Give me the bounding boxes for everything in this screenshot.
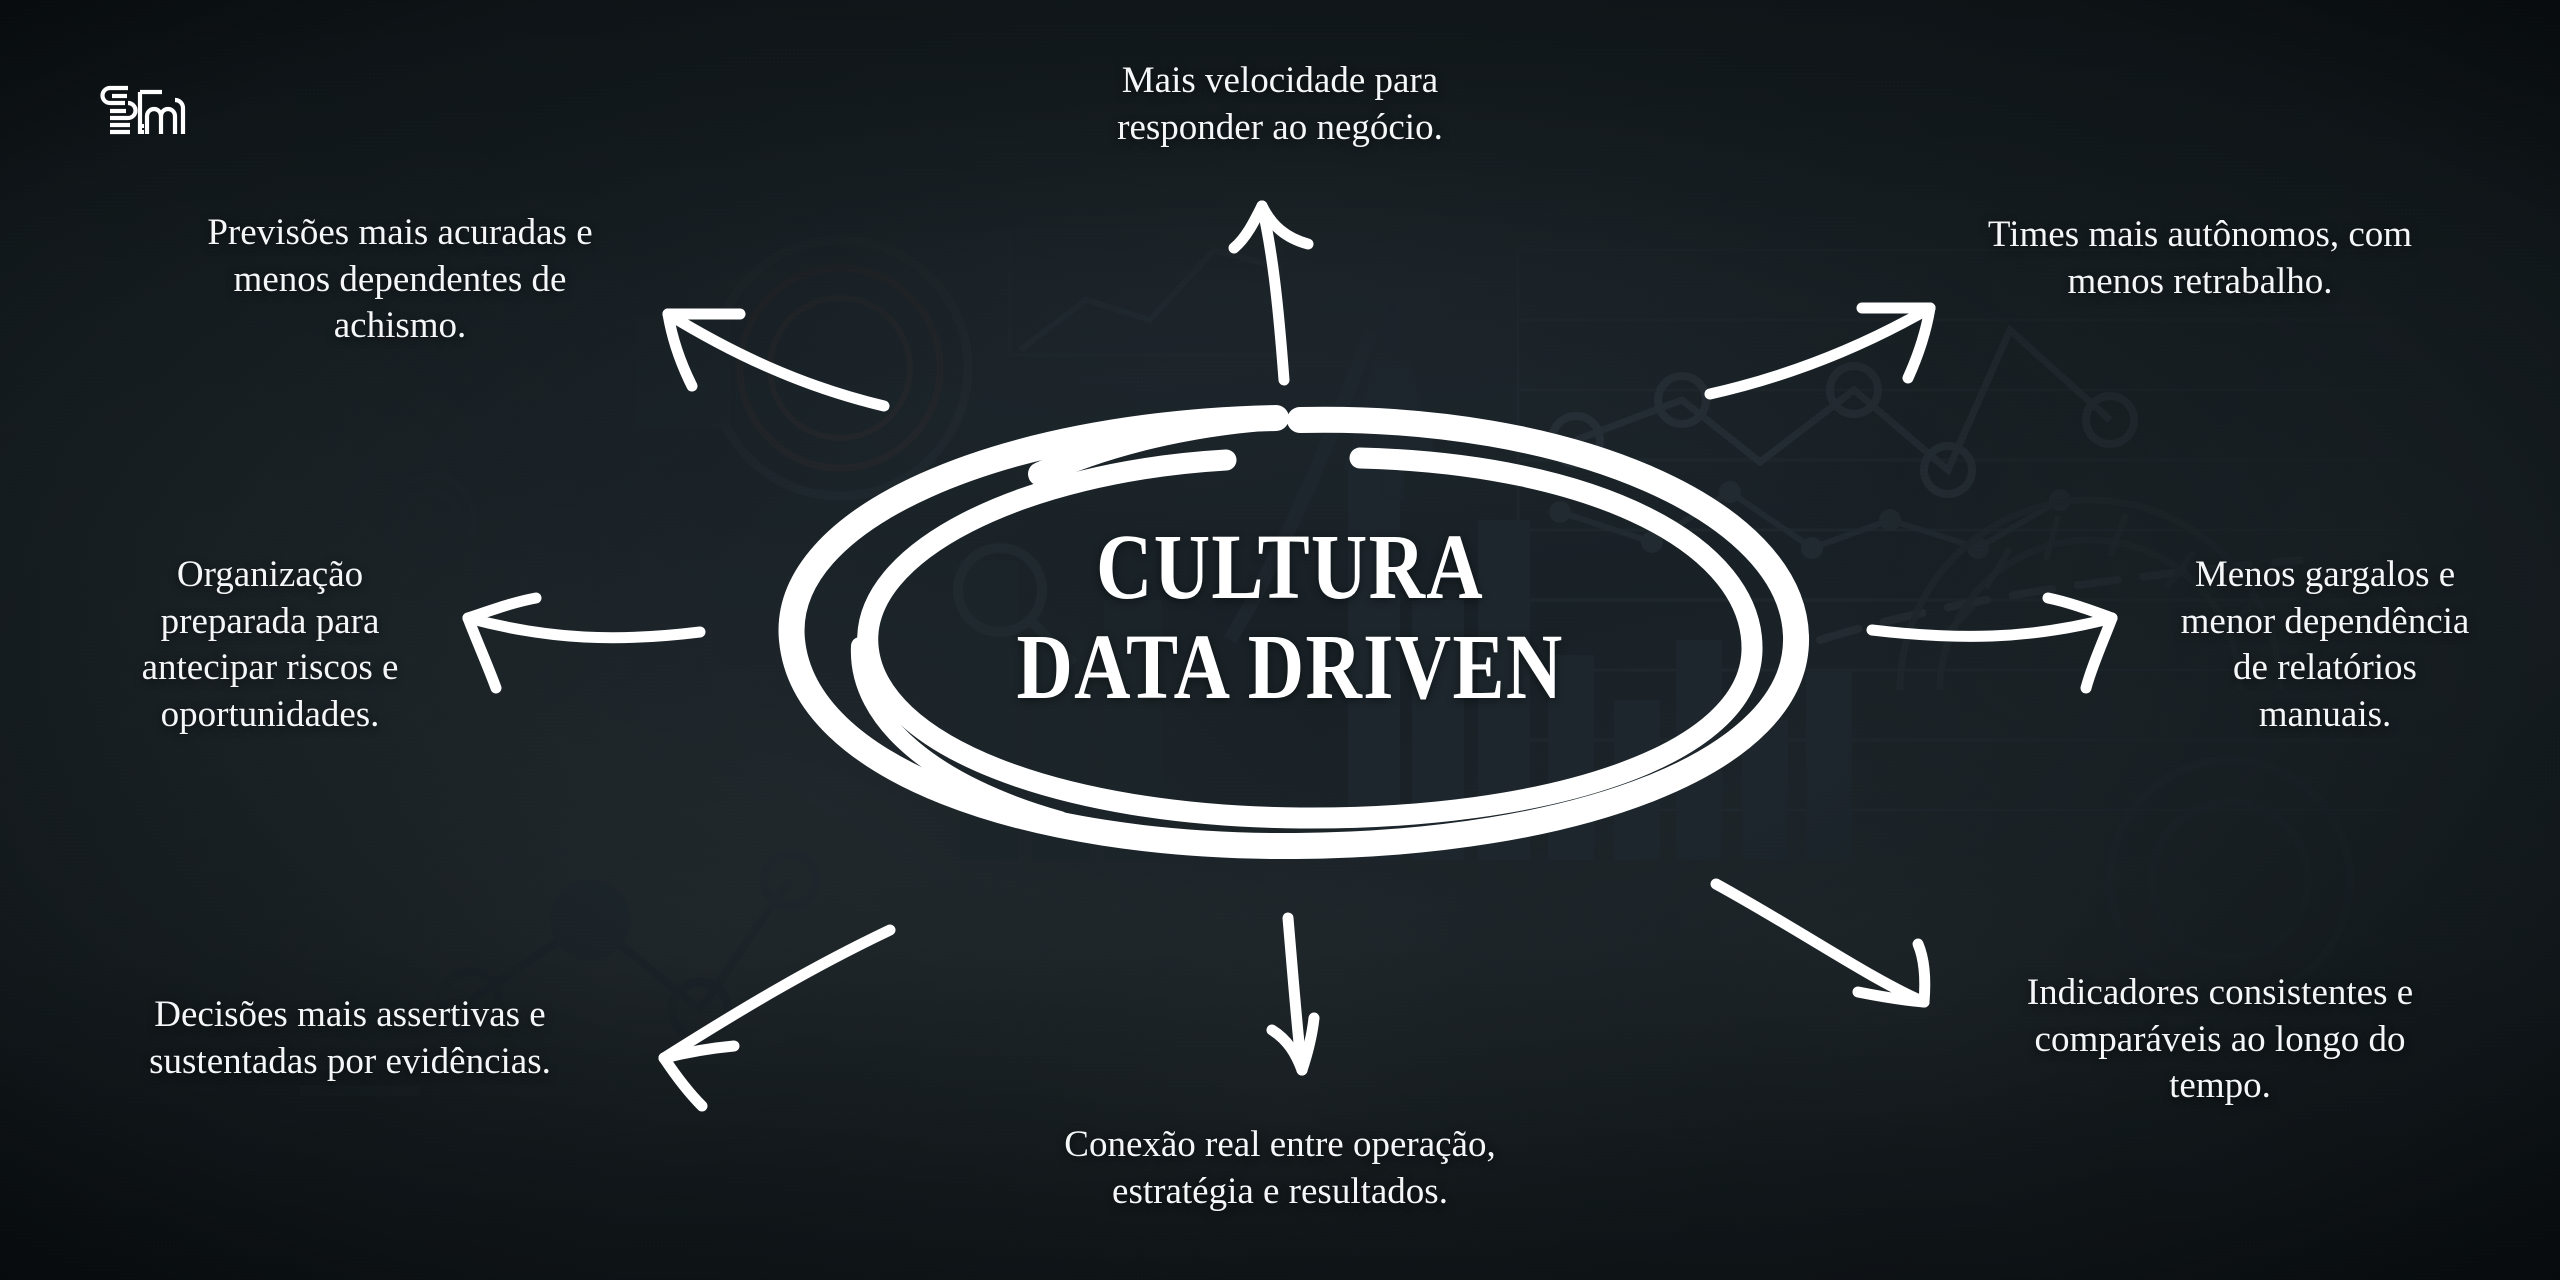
callout-right-line2: menor dependência <box>2180 600 2470 642</box>
callout-left: Organização preparada para antecipar ris… <box>80 552 460 738</box>
callout-right-line1: Menos gargalos e <box>2194 554 2456 595</box>
hand-drawn-ellipse <box>778 405 1810 860</box>
callout-left-line3: antecipar riscos e <box>141 647 399 689</box>
callout-right: Menos gargalos e menor dependência de re… <box>2160 552 2490 738</box>
callout-top-left-line3: achismo. <box>333 305 467 347</box>
callout-bottom-line1: Conexão real entre operação, <box>1064 1124 1496 1165</box>
center-title-line2: DATA DRIVEN <box>1016 615 1564 719</box>
callout-top-left: Previsões mais acuradas e menos dependen… <box>140 210 660 350</box>
callout-bottom-line2: estratégia e resultados. <box>1112 1170 1448 1212</box>
callout-right-line4: manuais. <box>2258 693 2392 735</box>
callout-top-left-line1: Previsões mais acuradas e <box>207 212 593 253</box>
callout-bottom-right: Indicadores consistentes e comparáveis a… <box>1980 970 2460 1110</box>
callout-top-line2: responder ao negócio. <box>1117 106 1443 148</box>
callout-bottom-left-line1: Decisões mais assertivas e <box>154 994 546 1035</box>
callout-bottom-right-line3: tempo. <box>2169 1065 2271 1107</box>
callout-right-line3: de relatórios <box>2233 647 2417 689</box>
callout-left-line1: Organização <box>176 554 364 595</box>
spm-logo[interactable] <box>100 82 186 140</box>
callout-bottom-right-line2: comparáveis ao longo do <box>2034 1018 2406 1060</box>
callout-left-line2: preparada para <box>160 600 380 642</box>
callout-top-left-line2: menos dependentes de <box>233 258 567 300</box>
callout-bottom: Conexão real entre operação, estratégia … <box>1030 1122 1530 1215</box>
center-title-line1: CULTURA <box>1096 516 1484 619</box>
callout-top: Mais velocidade para responder ao negóci… <box>980 58 1580 151</box>
callout-left-line4: oportunidades. <box>160 693 380 735</box>
callout-top-right: Times mais autônomos, com menos retrabal… <box>1950 212 2450 305</box>
callout-bottom-right-line1: Indicadores consistentes e <box>2026 972 2414 1013</box>
center-badge: CULTURA DATA DRIVEN <box>760 400 1820 860</box>
callout-bottom-left: Decisões mais assertivas e sustentadas p… <box>100 992 600 1085</box>
callout-top-right-line1: Times mais autônomos, com <box>1987 214 2413 255</box>
callout-top-line1: Mais velocidade para <box>1121 60 1439 101</box>
callout-bottom-left-line2: sustentadas por evidências. <box>149 1040 551 1082</box>
callout-top-right-line2: menos retrabalho. <box>2067 260 2333 302</box>
center-title: CULTURA DATA DRIVEN <box>845 518 1735 717</box>
